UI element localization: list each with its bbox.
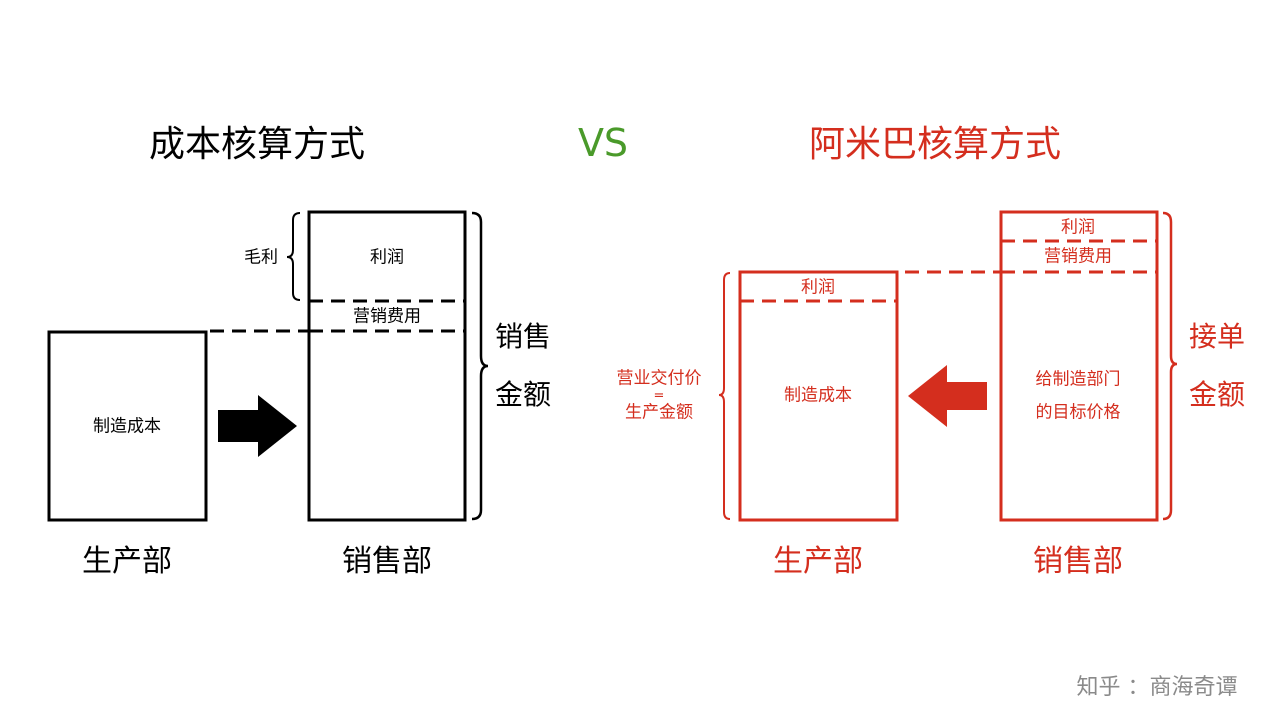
sales-box — [307, 210, 467, 522]
amoeba-sales-box — [999, 210, 1159, 522]
production-box — [47, 330, 208, 522]
production-amount-brace — [718, 272, 731, 520]
footer-credit: 知乎 ：商海奇谭 — [1076, 675, 1238, 700]
right-arrow-icon — [218, 395, 297, 457]
sales-dept-label: 销售部 — [342, 544, 432, 579]
amoeba-production-box — [738, 270, 899, 522]
order-amount-brace — [1162, 211, 1178, 521]
production-amount-line2: 生产金额 — [625, 402, 693, 423]
production-amount-line1: 营业交付价 — [616, 368, 702, 389]
amoeba-sales-marketing-label: 营销费用 — [1044, 246, 1112, 267]
profit-label: 利润 — [370, 247, 404, 268]
production-amount-label: 营业交付价 = 生产金额 — [617, 368, 702, 424]
marketing-cost-label: 营销费用 — [353, 306, 421, 327]
order-amount-label-line2: 金额 — [1188, 378, 1246, 411]
amoeba-sales-dept-label: 销售部 — [1033, 544, 1123, 579]
amoeba-production-dept-label: 生产部 — [773, 544, 863, 579]
gross-profit-brace — [286, 212, 301, 301]
production-dept-label: 生产部 — [82, 544, 172, 579]
amoeba-manufacturing-cost-label: 制造成本 — [784, 385, 852, 406]
order-amount-label-line1: 接单 — [1188, 320, 1246, 353]
manufacturing-cost-label: 制造成本 — [93, 416, 161, 437]
sales-amount-brace — [471, 211, 489, 521]
vs-label: VS — [577, 121, 629, 165]
target-price-line1: 给制造部门 — [1035, 369, 1121, 390]
target-price-line2: 的目标价格 — [1035, 402, 1121, 423]
amoeba-accounting-title: 阿米巴核算方式 — [808, 124, 1062, 165]
left-arrow-icon — [908, 365, 987, 427]
production-amount-equals: = — [653, 388, 665, 404]
sales-amount-label-line2: 金额 — [494, 378, 552, 411]
cost-accounting-title: 成本核算方式 — [148, 124, 366, 165]
gross-profit-label: 毛利 — [244, 247, 278, 268]
sales-amount-label-line1: 销售 — [494, 320, 552, 353]
amoeba-production-profit-label: 利润 — [801, 277, 835, 298]
amoeba-sales-profit-label: 利润 — [1061, 217, 1095, 238]
